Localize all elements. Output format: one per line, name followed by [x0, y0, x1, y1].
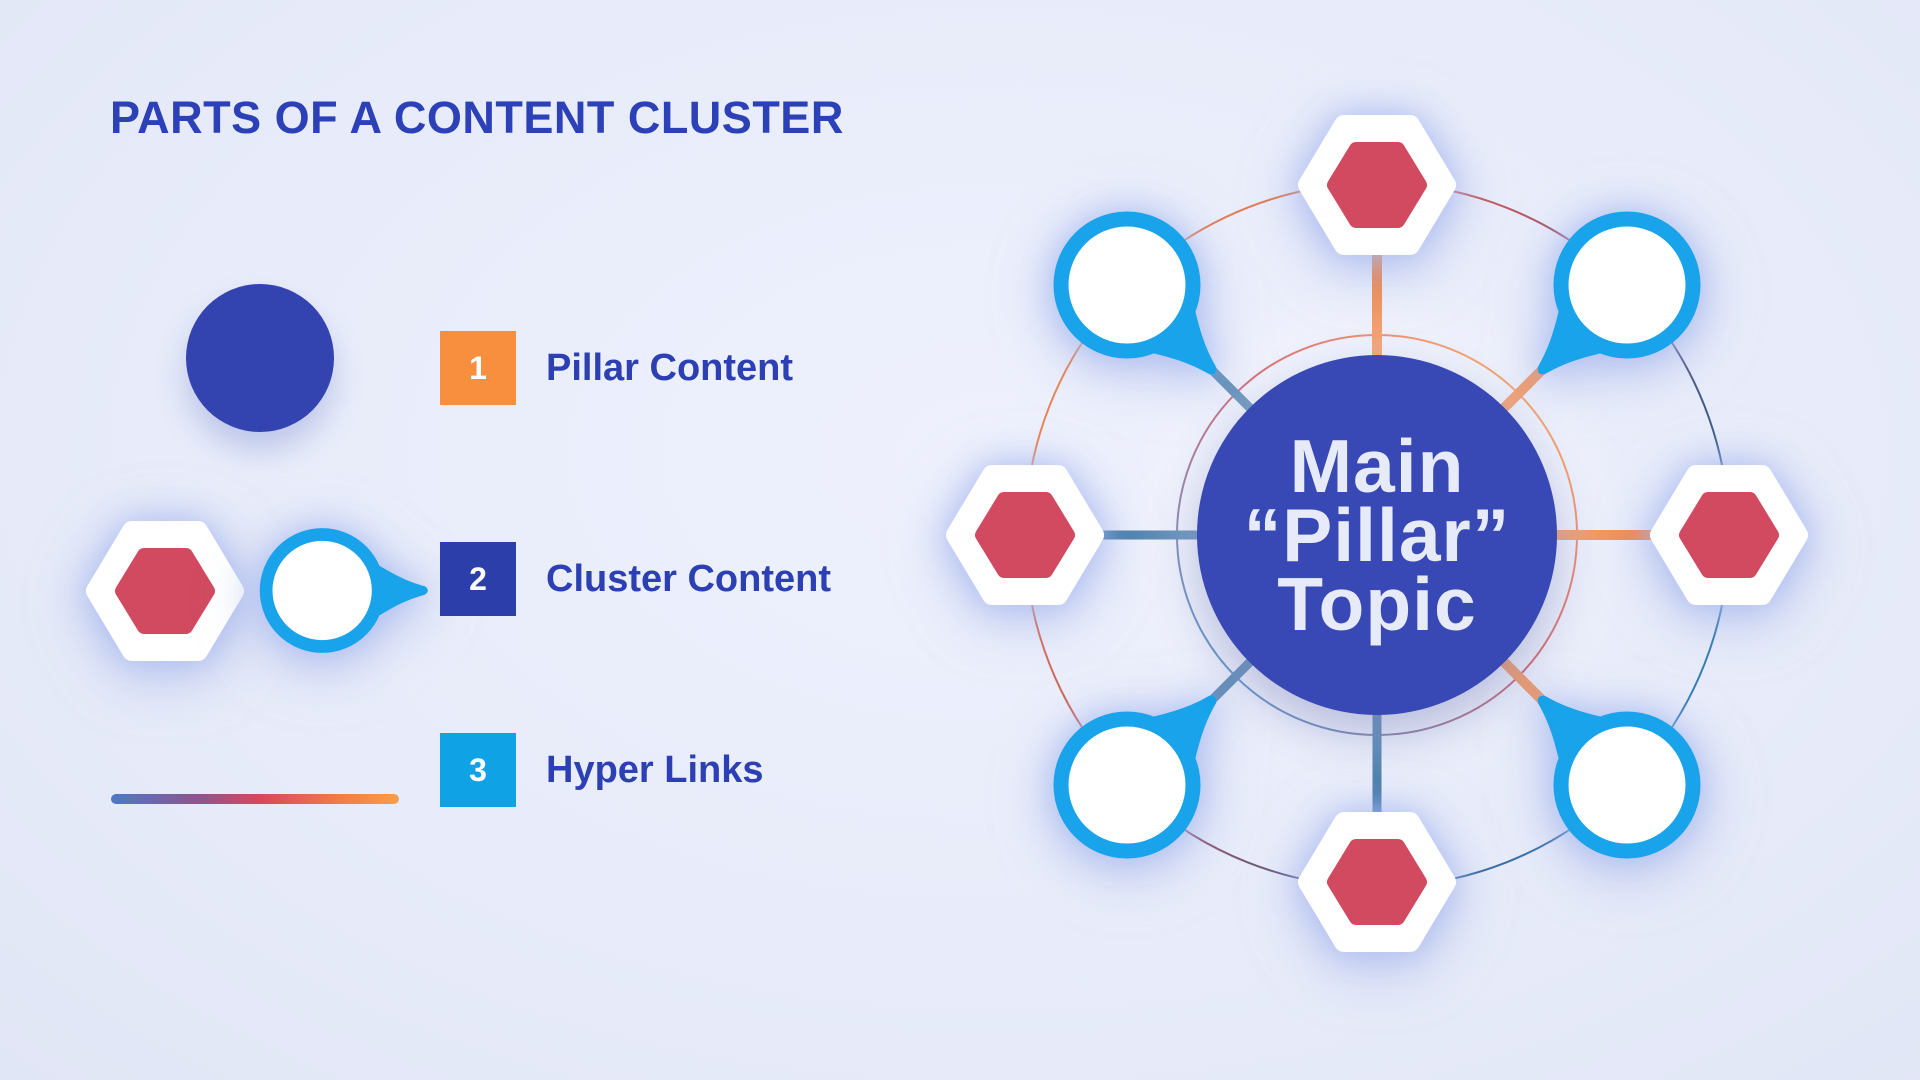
cluster-node-hexagon-top: [1292, 107, 1462, 268]
legend-badge-1: 1: [440, 331, 516, 405]
cluster-node-circle-bottom-right: [1537, 695, 1767, 875]
cluster-node-hexagon-left: [940, 457, 1110, 618]
legend-badge-3: 3: [440, 733, 516, 807]
legend-number-1: 1: [469, 350, 487, 386]
main-pillar-line-3: Topic: [1277, 561, 1477, 646]
legend-number-3: 3: [469, 752, 487, 788]
cluster-hexagon-marker: [80, 513, 250, 674]
cluster-node-circle-top-right: [1537, 200, 1767, 375]
cluster-node-circle-bottom-left: [1042, 695, 1267, 875]
legend-label-pillar-content: Pillar Content: [546, 347, 794, 389]
page-title: PARTS OF A CONTENT CLUSTER: [110, 92, 844, 143]
cluster-node-hexagon-right: [1644, 457, 1814, 618]
main-pillar-line-1: Main: [1289, 423, 1465, 508]
legend-label-cluster-content: Cluster Content: [546, 558, 831, 600]
legend-label-hyper-links: Hyper Links: [546, 749, 764, 791]
main-pillar-line-2: “Pillar”: [1243, 492, 1511, 577]
pillar-content-marker: [186, 284, 334, 432]
legend-number-2: 2: [469, 561, 487, 597]
main-pillar-topic: Main “Pillar” Topic: [1197, 355, 1557, 715]
cluster-circle-marker: [250, 518, 441, 668]
cluster-node-hexagon-bottom: [1292, 804, 1462, 965]
cluster-node-circle-top-left: [1042, 200, 1267, 375]
legend-badge-2: 2: [440, 542, 516, 616]
hyperlink-line-marker: [111, 794, 399, 804]
